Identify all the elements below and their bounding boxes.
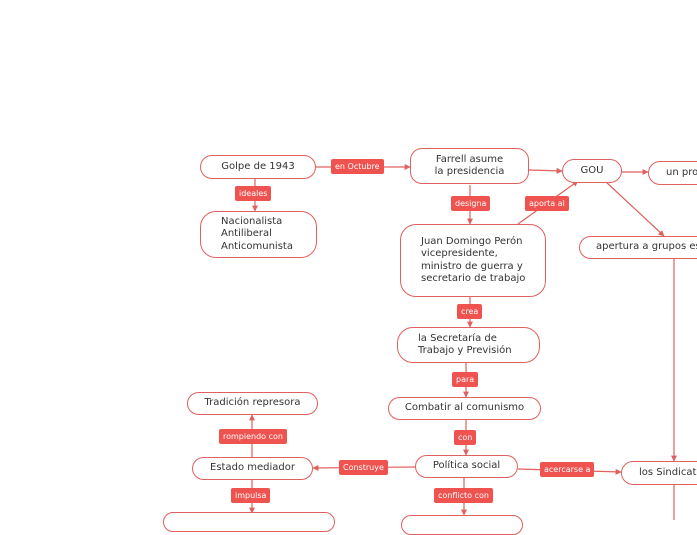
node-nacionalista[interactable]: Nacionalista Antiliberal Anticomunista: [200, 211, 317, 258]
edge-farrell-gou: [528, 167, 563, 174]
node-apertura-text: apertura a grupos es: [596, 241, 697, 253]
node-tradicion[interactable]: Tradición represora: [187, 392, 318, 415]
connector-lines: [249, 164, 677, 520]
node-comunismo[interactable]: Combatir al comunismo: [388, 397, 541, 420]
node-politica-social-text: Política social: [432, 460, 501, 472]
node-golpe-1943[interactable]: Golpe de 1943: [200, 155, 316, 179]
node-apertura[interactable]: apertura a grupos es: [579, 236, 697, 259]
node-nacionalista-text: Nacionalista Antiliberal Anticomunista: [221, 215, 293, 252]
node-partial-bottom-left: [163, 512, 335, 532]
node-farrell-text: Farrell asume la presidencia: [434, 153, 505, 178]
node-un-pro-text: un pro: [666, 166, 697, 178]
label-con: con: [454, 430, 477, 445]
label-para: para: [452, 372, 479, 387]
node-estado-mediador[interactable]: Estado mediador: [192, 457, 313, 480]
node-gou-text: GOU: [580, 164, 604, 176]
node-peron[interactable]: Juan Domingo Perón vicepresidente, minis…: [400, 224, 546, 297]
node-politica-social[interactable]: Política social: [415, 455, 518, 478]
node-sindicatos-text: los Sindicato: [639, 466, 697, 478]
node-gou[interactable]: GOU: [562, 159, 622, 183]
node-tradicion-text: Tradición represora: [204, 397, 301, 409]
label-construye: Construye: [339, 460, 388, 475]
label-ideales: ideales: [235, 186, 272, 201]
node-comunismo-text: Combatir al comunismo: [404, 402, 525, 414]
node-sindicatos[interactable]: los Sindicato: [621, 461, 697, 485]
node-farrell[interactable]: Farrell asume la presidencia: [410, 148, 529, 184]
node-partial-bottom-center: [401, 515, 523, 535]
label-designa: designa: [451, 196, 491, 211]
node-secretaria-text: la Secretaría de Trabajo y Previsión: [418, 332, 512, 357]
label-rompiendo-con: rompiendo con: [219, 429, 287, 444]
label-crea: crea: [457, 304, 483, 319]
node-golpe-1943-text: Golpe de 1943: [221, 160, 295, 172]
node-estado-mediador-text: Estado mediador: [210, 462, 295, 474]
label-aporta-al: aporta al: [525, 196, 569, 211]
label-acercarse-a: acercarse a: [540, 462, 595, 477]
node-secretaria[interactable]: la Secretaría de Trabajo y Previsión: [397, 327, 540, 363]
label-conflicto-con: conflicto con: [434, 488, 493, 503]
node-un-pro[interactable]: un pro: [648, 161, 697, 185]
label-impulsa: impulsa: [231, 488, 271, 503]
label-en-octubre: en Octubre: [331, 159, 384, 174]
edge-gou-apertura: [604, 180, 665, 237]
node-peron-text: Juan Domingo Perón vicepresidente, minis…: [421, 235, 526, 285]
